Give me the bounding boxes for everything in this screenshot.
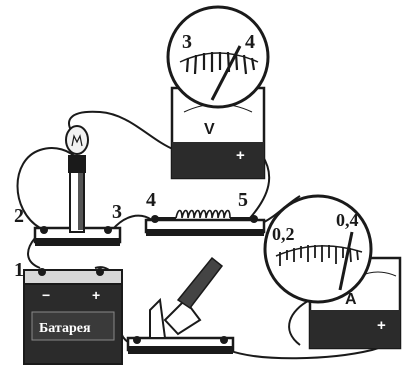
voltmeter-scale-label-4: 4 [245,31,255,53]
battery-plus: + [92,287,100,303]
terminal-label-1: 1 [14,259,24,281]
lamp-assembly [33,125,122,246]
switch-screw-left [133,336,141,344]
voltmeter-base [172,142,264,178]
terminal-label-3: 3 [112,201,122,223]
battery-terminal-pos [96,268,104,276]
terminal-screw-4 [151,215,159,223]
terminal-label-2: 2 [14,205,24,227]
terminal-label-5: 5 [238,189,248,211]
knife-switch [126,256,235,354]
voltmeter-unit: V [204,121,215,138]
voltmeter: + V 3 4 [166,5,270,180]
lamp-socket [68,155,86,173]
bulb-filament [71,134,83,147]
ammeter-unit: A [345,291,357,308]
battery-minus: − [42,287,50,303]
ammeter-needle [338,231,354,291]
terminal-screw-2 [40,226,48,234]
switch-clip [149,297,167,339]
switch-screw-right [220,336,228,344]
switch-handle-icon [176,256,224,310]
voltmeter-plus: + [236,147,245,164]
bulb-icon [65,125,89,155]
terminal-screw-5 [250,215,258,223]
coil-board-front [146,229,264,236]
coil-icon [175,209,231,219]
terminal-labels: 1 2 3 4 5 [14,189,248,281]
wire-terminal3-to-terminal4 [111,214,153,231]
lamp-post-shade [78,172,83,230]
terminal-label-4: 4 [146,189,156,211]
voltmeter-needle [210,45,242,101]
voltmeter-magnifier [166,5,270,109]
ammeter: + A 0,2 0,4 [263,194,402,350]
ammeter-base [310,310,400,348]
coil-assembly [144,209,266,236]
ammeter-ticks [279,245,359,266]
ammeter-scale-label-0-4: 0,4 [336,210,359,230]
lamp-base-front [35,238,120,246]
wire-battery-left [27,237,41,269]
ammeter-plus: + [377,317,386,334]
ammeter-scale-label-0-2: 0,2 [272,224,295,244]
terminal-screw-3 [104,226,112,234]
voltmeter-scale-label-3: 3 [182,31,192,53]
switch-board-front [128,346,233,354]
switch-blade [163,298,202,336]
wire-terminal2-to-battery [16,147,79,229]
wire-bulb-to-voltmeter [68,110,176,151]
battery: Батарея − + [23,268,123,365]
battery-label: Батарея [39,321,91,336]
battery-terminal-neg [38,268,46,276]
wire-ammeter-loop [288,299,311,346]
battery-label-panel [31,311,115,341]
ammeter-scale-arc [275,245,363,257]
